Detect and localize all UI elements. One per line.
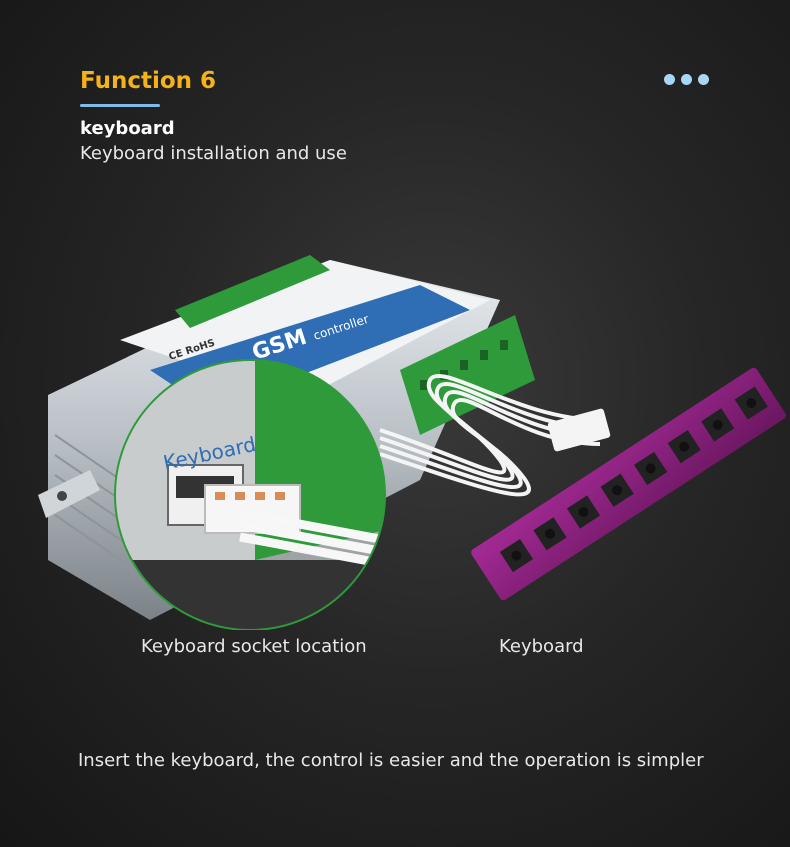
product-illustration: GSM controller CE RoHS — [38, 255, 786, 630]
ribbon-cable — [379, 373, 601, 497]
heading-underline — [80, 104, 160, 107]
more-dots-icon — [664, 74, 709, 85]
caption-socket-location: Keyboard socket location — [141, 636, 367, 657]
zoom-detail-socket: Keyboard — [114, 359, 386, 630]
caption-keyboard: Keyboard — [499, 636, 584, 657]
keyboard-pcb — [471, 367, 786, 601]
footer-text: Insert the keyboard, the control is easi… — [78, 750, 704, 771]
page-subheading: keyboard — [80, 118, 175, 139]
page-description: Keyboard installation and use — [80, 143, 347, 164]
page-heading: Function 6 — [80, 68, 217, 94]
